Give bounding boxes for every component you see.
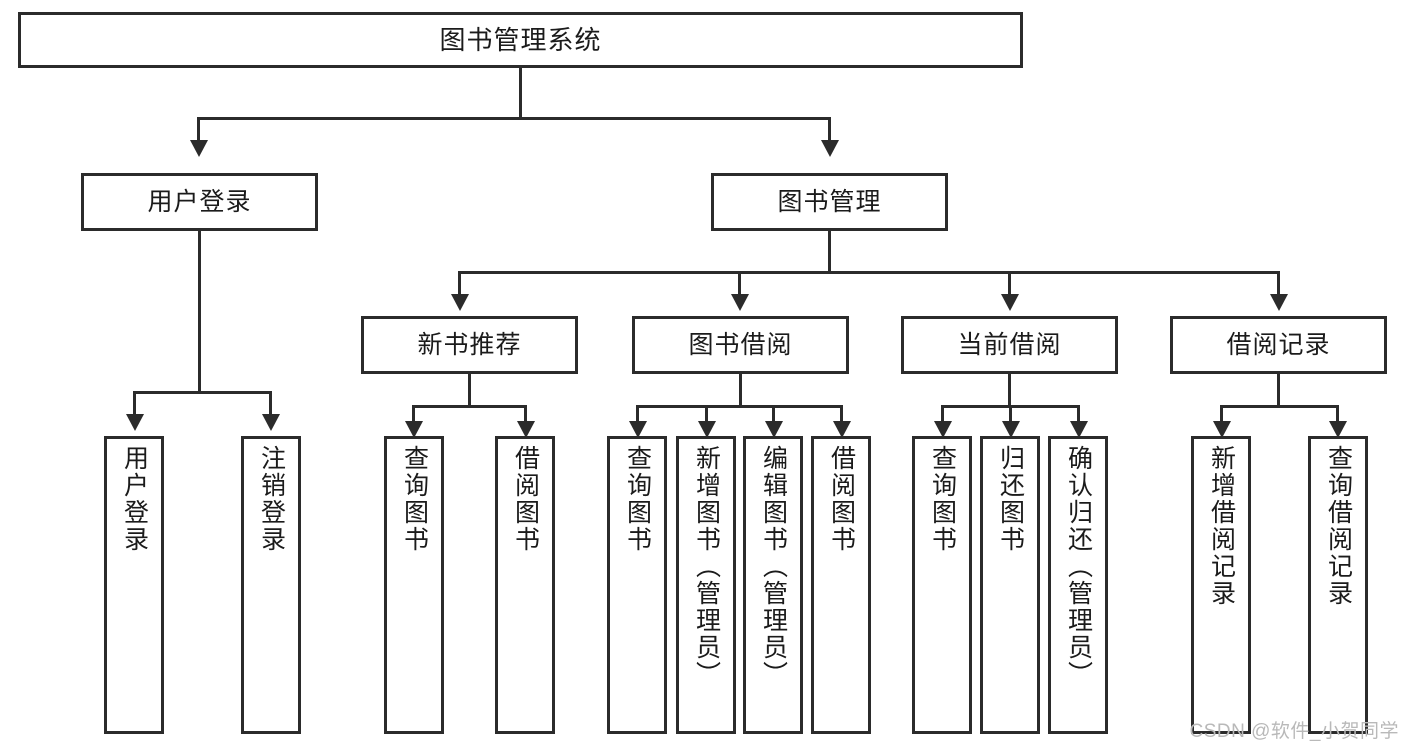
leaf-cb-confirm-return-admin[interactable]: 确认归还（管理员） (1048, 436, 1108, 734)
connector-drop-current-borrow (1008, 271, 1011, 299)
leaf-nbr-borrow-book[interactable]: 借阅图书 (495, 436, 555, 734)
leaf-bb-add-book-admin[interactable]: 新增图书（管理员） (676, 436, 736, 734)
connector-current-borrow-stem (1008, 374, 1011, 408)
arrowhead-leaf-nbr-1 (405, 421, 423, 438)
node-user-login[interactable]: 用户登录 (81, 173, 318, 231)
connector-drop-leaf-user-login-2 (269, 391, 272, 419)
connector-user-login-stem (198, 231, 201, 394)
arrowhead-leaf-bb-3 (765, 421, 783, 438)
leaf-user-login-login[interactable]: 用户登录 (104, 436, 164, 734)
node-new-book-recommend-label: 新书推荐 (417, 330, 522, 359)
arrowhead-leaf-bb-2 (698, 421, 716, 438)
arrowhead-leaf-cb-2 (1002, 421, 1020, 438)
node-book-management[interactable]: 图书管理 (711, 173, 948, 231)
leaf-cb-confirm-return-admin-label: 确认归还（管理员） (1064, 445, 1093, 688)
node-book-borrow-label: 图书借阅 (688, 330, 793, 359)
arrowhead-leaf-user-login-1 (126, 414, 144, 431)
node-borrow-record[interactable]: 借阅记录 (1170, 316, 1387, 374)
connector-borrow-record-bus (1220, 405, 1339, 408)
arrowhead-leaf-nbr-2 (517, 421, 535, 438)
leaf-bb-edit-book-admin[interactable]: 编辑图书（管理员） (743, 436, 803, 734)
node-current-borrow[interactable]: 当前借阅 (901, 316, 1118, 374)
connector-new-book-recommend-bus (412, 405, 527, 408)
node-user-login-label: 用户登录 (147, 187, 252, 216)
connector-level2-bus (197, 117, 831, 120)
leaf-bb-borrow-book-label: 借阅图书 (827, 445, 856, 553)
leaf-nbr-query-book-label: 查询图书 (400, 445, 429, 553)
arrowhead-user-login (190, 140, 208, 157)
connector-drop-leaf-cb-3 (1077, 405, 1080, 427)
leaf-bb-borrow-book[interactable]: 借阅图书 (811, 436, 871, 734)
leaf-cb-query-book[interactable]: 查询图书 (912, 436, 972, 734)
leaf-user-login-logout-label: 注销登录 (257, 445, 286, 553)
connector-drop-leaf-br-2 (1336, 405, 1339, 427)
node-root-label: 图书管理系统 (439, 25, 602, 55)
connector-drop-leaf-cb-1 (941, 405, 944, 427)
node-borrow-record-label: 借阅记录 (1226, 330, 1331, 359)
connector-drop-leaf-br-1 (1220, 405, 1223, 427)
connector-drop-new-book-recommend (458, 271, 461, 299)
arrowhead-borrow-record (1270, 294, 1288, 311)
leaf-br-query-record[interactable]: 查询借阅记录 (1308, 436, 1368, 734)
arrowhead-leaf-bb-1 (629, 421, 647, 438)
connector-drop-book-management (828, 117, 831, 145)
arrowhead-leaf-user-login-2 (262, 414, 280, 431)
connector-drop-leaf-bb-1 (636, 405, 639, 427)
connector-drop-leaf-bb-2 (705, 405, 708, 427)
leaf-cb-return-book-label: 归还图书 (996, 445, 1025, 553)
node-new-book-recommend[interactable]: 新书推荐 (361, 316, 578, 374)
connector-drop-user-login (197, 117, 200, 145)
leaf-bb-add-book-admin-label: 新增图书（管理员） (692, 445, 721, 688)
leaf-user-login-login-label: 用户登录 (120, 445, 149, 553)
connector-book-borrow-stem (739, 374, 742, 408)
node-book-borrow[interactable]: 图书借阅 (632, 316, 849, 374)
connector-new-book-recommend-stem (468, 374, 471, 408)
node-book-management-label: 图书管理 (777, 187, 882, 216)
arrowhead-leaf-br-2 (1329, 421, 1347, 438)
connector-drop-leaf-nbr-2 (524, 405, 527, 427)
arrowhead-book-borrow (731, 294, 749, 311)
connector-drop-book-borrow (738, 271, 741, 299)
node-root-book-management-system[interactable]: 图书管理系统 (18, 12, 1023, 68)
leaf-nbr-borrow-book-label: 借阅图书 (511, 445, 540, 553)
connector-user-login-bus (133, 391, 271, 394)
leaf-bb-query-book[interactable]: 查询图书 (607, 436, 667, 734)
leaf-bb-query-book-label: 查询图书 (623, 445, 652, 553)
connector-drop-leaf-bb-4 (840, 405, 843, 427)
arrowhead-current-borrow (1001, 294, 1019, 311)
connector-book-borrow-bus (636, 405, 842, 408)
leaf-nbr-query-book[interactable]: 查询图书 (384, 436, 444, 734)
arrowhead-leaf-cb-1 (934, 421, 952, 438)
arrowhead-leaf-bb-4 (833, 421, 851, 438)
watermark-text: CSDN @软件_小贺同学 (1189, 721, 1399, 742)
arrowhead-new-book-recommend (451, 294, 469, 311)
connector-level3-bus (458, 271, 1280, 274)
leaf-br-add-record[interactable]: 新增借阅记录 (1191, 436, 1251, 734)
arrowhead-book-management (821, 140, 839, 157)
connector-root-stem (519, 68, 522, 118)
leaf-cb-return-book[interactable]: 归还图书 (980, 436, 1040, 734)
connector-book-management-stem (828, 231, 831, 274)
arrowhead-leaf-br-1 (1213, 421, 1231, 438)
node-current-borrow-label: 当前借阅 (957, 330, 1062, 359)
connector-drop-borrow-record (1277, 271, 1280, 299)
leaf-br-query-record-label: 查询借阅记录 (1324, 445, 1353, 607)
connector-drop-leaf-bb-3 (772, 405, 775, 427)
arrowhead-leaf-cb-3 (1070, 421, 1088, 438)
connector-drop-leaf-cb-2 (1009, 405, 1012, 427)
leaf-user-login-logout[interactable]: 注销登录 (241, 436, 301, 734)
connector-borrow-record-stem (1277, 374, 1280, 408)
connector-drop-leaf-user-login-1 (133, 391, 136, 419)
leaf-br-add-record-label: 新增借阅记录 (1207, 445, 1236, 607)
connector-drop-leaf-nbr-1 (412, 405, 415, 427)
leaf-cb-query-book-label: 查询图书 (928, 445, 957, 553)
leaf-bb-edit-book-admin-label: 编辑图书（管理员） (759, 445, 788, 688)
